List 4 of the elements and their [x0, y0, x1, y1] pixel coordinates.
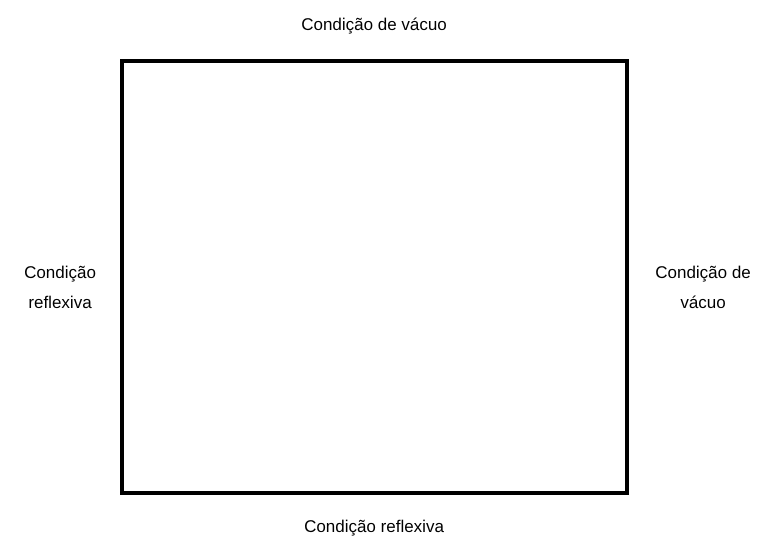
boundary-condition-label: Condição reflexiva	[303, 516, 445, 538]
boundary-condition-label: Condição reflexiva	[23, 262, 97, 314]
boundary-condition-label: Condição de vácuo	[654, 262, 752, 314]
boundary-condition-label: Condição de vácuo	[300, 14, 448, 36]
